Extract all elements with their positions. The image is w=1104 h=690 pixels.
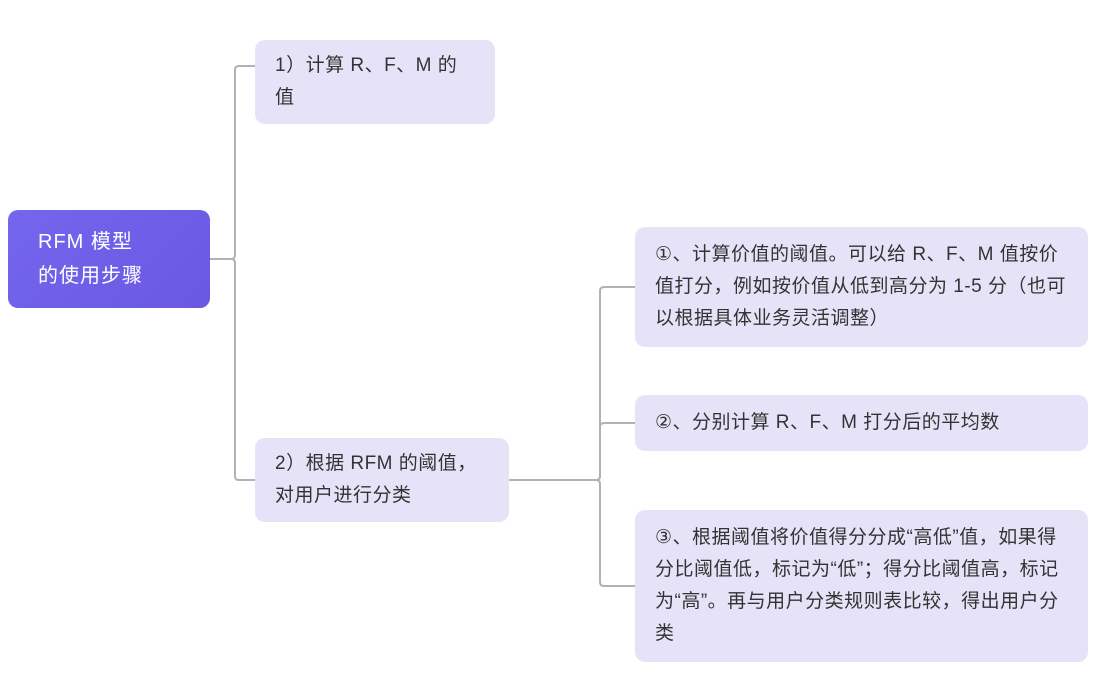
connector-root-to-branch2: [209, 258, 256, 481]
child-node-substep3-label: ③、根据阈值将价值得分分成“高低”值，如果得分比阈值低，标记为“低”；得分比阈值…: [655, 527, 1059, 644]
root-node-label-line2: 的使用步骤: [38, 265, 143, 287]
root-node-label: RFM 模型 的使用步骤: [38, 225, 186, 293]
connector-branch2-to-child1: [508, 286, 636, 481]
connector-branch2-to-child2: [508, 422, 636, 481]
connector-branch2-to-child3: [508, 479, 636, 587]
child-node-substep2[interactable]: ②、分别计算 R、F、M 打分后的平均数: [635, 395, 1088, 451]
connector-root-to-branch1: [209, 65, 256, 260]
child-node-substep3[interactable]: ③、根据阈值将价值得分分成“高低”值，如果得分比阈值低，标记为“低”；得分比阈值…: [635, 510, 1088, 662]
child-node-substep2-label: ②、分别计算 R、F、M 打分后的平均数: [655, 412, 1000, 433]
branch-node-step1-label: 1）计算 R、F、M 的值: [275, 55, 458, 108]
branch-node-step1[interactable]: 1）计算 R、F、M 的值: [255, 40, 495, 124]
root-node-label-line1: RFM 模型: [38, 231, 133, 253]
child-node-substep1[interactable]: ①、计算价值的阈值。可以给 R、F、M 值按价值打分，例如按价值从低到高分为 1…: [635, 227, 1088, 347]
branch-node-step2-label: 2）根据 RFM 的阈值，对用户进行分类: [275, 453, 477, 506]
branch-node-step2[interactable]: 2）根据 RFM 的阈值，对用户进行分类: [255, 438, 509, 522]
child-node-substep1-label: ①、计算价值的阈值。可以给 R、F、M 值按价值打分，例如按价值从低到高分为 1…: [655, 244, 1067, 329]
root-node[interactable]: RFM 模型 的使用步骤: [8, 210, 210, 308]
